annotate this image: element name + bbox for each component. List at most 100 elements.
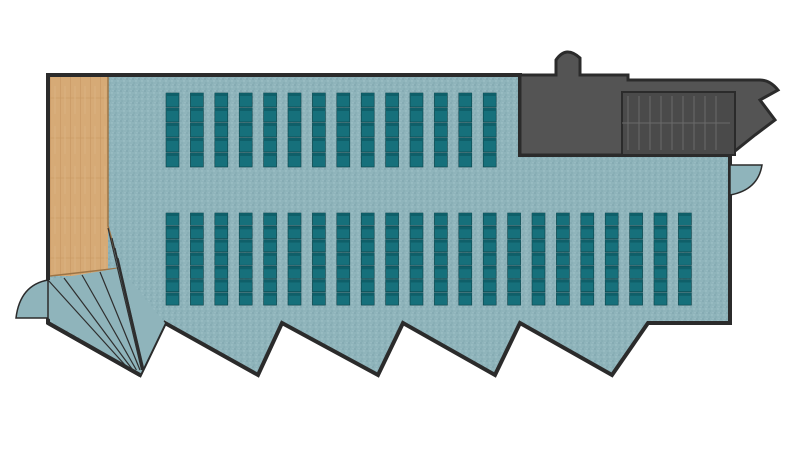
- seat[interactable]: [336, 239, 351, 253]
- seat[interactable]: [312, 107, 326, 123]
- seat[interactable]: [629, 265, 643, 279]
- seat[interactable]: [360, 265, 375, 279]
- seat[interactable]: [287, 212, 302, 226]
- seat[interactable]: [214, 239, 229, 253]
- seat[interactable]: [312, 212, 326, 226]
- seat[interactable]: [604, 252, 619, 266]
- seat[interactable]: [238, 226, 253, 239]
- seat[interactable]: [482, 92, 497, 108]
- seat[interactable]: [434, 292, 448, 306]
- seat[interactable]: [556, 212, 570, 226]
- seat[interactable]: [336, 292, 351, 306]
- seat[interactable]: [165, 239, 180, 253]
- seat[interactable]: [580, 292, 595, 306]
- seat[interactable]: [238, 137, 253, 153]
- seat[interactable]: [678, 252, 692, 266]
- seat[interactable]: [556, 252, 570, 266]
- seat[interactable]: [604, 265, 619, 279]
- seat[interactable]: [629, 212, 643, 226]
- seat[interactable]: [238, 92, 253, 108]
- seat[interactable]: [190, 252, 204, 266]
- seat[interactable]: [165, 292, 180, 306]
- seat[interactable]: [385, 212, 399, 226]
- seat[interactable]: [580, 226, 595, 239]
- seat[interactable]: [507, 279, 521, 293]
- seat[interactable]: [604, 212, 619, 226]
- seat[interactable]: [360, 226, 375, 239]
- seat[interactable]: [287, 252, 302, 266]
- seat[interactable]: [458, 137, 473, 153]
- seat[interactable]: [360, 107, 375, 123]
- seat[interactable]: [263, 239, 277, 253]
- seat[interactable]: [165, 279, 180, 293]
- seat[interactable]: [482, 292, 497, 306]
- seat[interactable]: [458, 107, 473, 123]
- seat[interactable]: [458, 265, 473, 279]
- seat[interactable]: [482, 212, 497, 226]
- seat[interactable]: [263, 152, 277, 168]
- seat[interactable]: [287, 92, 302, 108]
- seat[interactable]: [238, 252, 253, 266]
- seat[interactable]: [238, 279, 253, 293]
- seat[interactable]: [312, 279, 326, 293]
- seat[interactable]: [653, 252, 668, 266]
- seat[interactable]: [165, 137, 180, 153]
- seat[interactable]: [287, 292, 302, 306]
- seat[interactable]: [531, 239, 546, 253]
- seat[interactable]: [434, 137, 448, 153]
- seat[interactable]: [336, 152, 351, 168]
- seat[interactable]: [604, 226, 619, 239]
- seat[interactable]: [165, 212, 180, 226]
- seat[interactable]: [507, 239, 521, 253]
- seat[interactable]: [434, 226, 448, 239]
- seat[interactable]: [336, 137, 351, 153]
- seat[interactable]: [653, 226, 668, 239]
- seat[interactable]: [190, 239, 204, 253]
- seat[interactable]: [385, 252, 399, 266]
- seat[interactable]: [385, 226, 399, 239]
- seat[interactable]: [604, 279, 619, 293]
- seat[interactable]: [336, 212, 351, 226]
- seat[interactable]: [312, 226, 326, 239]
- seat[interactable]: [409, 122, 424, 138]
- seat[interactable]: [507, 265, 521, 279]
- seat[interactable]: [458, 226, 473, 239]
- seat[interactable]: [653, 239, 668, 253]
- seat[interactable]: [312, 252, 326, 266]
- seat[interactable]: [458, 292, 473, 306]
- seat[interactable]: [238, 107, 253, 123]
- seat[interactable]: [458, 239, 473, 253]
- seat[interactable]: [409, 239, 424, 253]
- seat[interactable]: [556, 279, 570, 293]
- seat[interactable]: [580, 239, 595, 253]
- seat[interactable]: [214, 152, 229, 168]
- seat[interactable]: [531, 265, 546, 279]
- seat[interactable]: [507, 292, 521, 306]
- seat[interactable]: [312, 239, 326, 253]
- seat[interactable]: [385, 122, 399, 138]
- seat[interactable]: [434, 152, 448, 168]
- seat[interactable]: [165, 252, 180, 266]
- seat[interactable]: [385, 137, 399, 153]
- seat[interactable]: [434, 252, 448, 266]
- seat[interactable]: [604, 239, 619, 253]
- seat[interactable]: [482, 107, 497, 123]
- seat[interactable]: [263, 279, 277, 293]
- seat[interactable]: [653, 212, 668, 226]
- seat[interactable]: [434, 239, 448, 253]
- door-right[interactable]: [729, 164, 763, 196]
- seat[interactable]: [678, 265, 692, 279]
- seat[interactable]: [409, 292, 424, 306]
- seat[interactable]: [263, 122, 277, 138]
- seat[interactable]: [556, 265, 570, 279]
- door-left[interactable]: [15, 279, 49, 319]
- seat[interactable]: [190, 265, 204, 279]
- seat[interactable]: [653, 265, 668, 279]
- seat[interactable]: [312, 152, 326, 168]
- seat[interactable]: [385, 265, 399, 279]
- seat[interactable]: [531, 252, 546, 266]
- seat[interactable]: [238, 239, 253, 253]
- seat[interactable]: [263, 252, 277, 266]
- seat[interactable]: [629, 279, 643, 293]
- seat[interactable]: [214, 122, 229, 138]
